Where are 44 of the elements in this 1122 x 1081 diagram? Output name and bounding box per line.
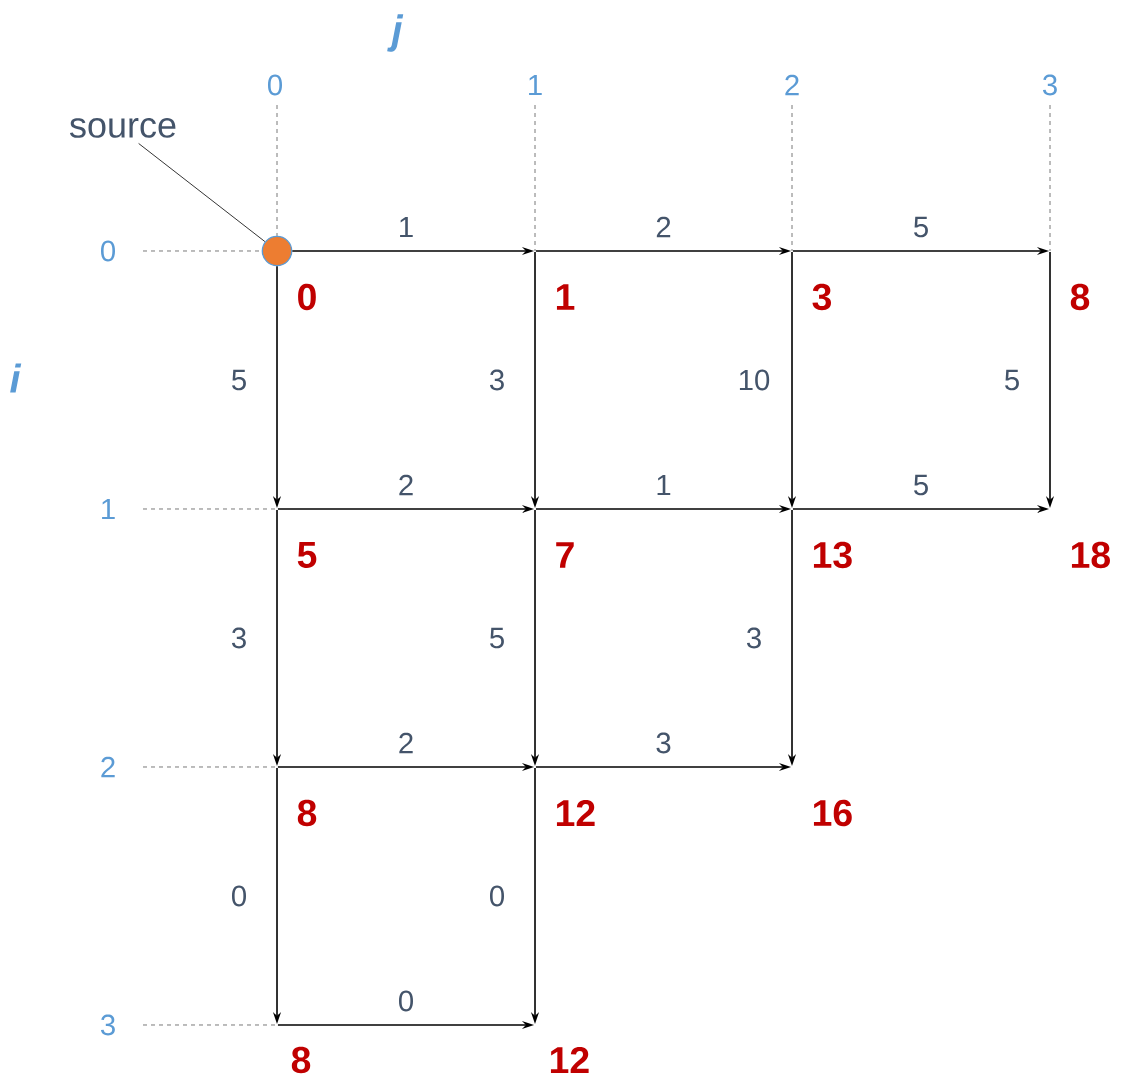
cost-value: 8 bbox=[297, 799, 317, 827]
edge-weight: 5 bbox=[914, 474, 928, 496]
edge-weight: 0 bbox=[232, 885, 246, 907]
edge-weight: 5 bbox=[914, 216, 928, 238]
index-label: 0 bbox=[101, 240, 115, 262]
edge-weight: 2 bbox=[399, 732, 413, 754]
edge-weight: 2 bbox=[656, 216, 671, 238]
index-label: 3 bbox=[1042, 74, 1057, 96]
index-label: 3 bbox=[100, 1014, 115, 1036]
cost-value: 13 bbox=[813, 541, 852, 569]
cost-value: 0 bbox=[298, 283, 316, 311]
index-label: 2 bbox=[785, 74, 799, 96]
index-label: 0 bbox=[268, 74, 282, 96]
cost-value: 7 bbox=[556, 542, 574, 568]
edge-weight: 10 bbox=[739, 369, 770, 391]
edge-weight: 2 bbox=[399, 474, 413, 496]
source-circle bbox=[261, 235, 293, 267]
edge-weight: 3 bbox=[489, 369, 504, 391]
cost-value: 18 bbox=[1071, 541, 1110, 569]
index-label: 2 bbox=[101, 756, 115, 778]
cost-value: 16 bbox=[813, 799, 852, 827]
cost-value: 5 bbox=[297, 542, 317, 568]
index-label: 1 bbox=[529, 74, 542, 96]
cost-value: 3 bbox=[812, 283, 831, 311]
cost-value: 8 bbox=[1070, 283, 1090, 311]
cost-value: 1 bbox=[556, 284, 575, 310]
leader-line bbox=[138, 143, 266, 242]
edge-weight: 3 bbox=[231, 627, 246, 649]
node-label: source bbox=[70, 118, 176, 138]
edge-weight: 3 bbox=[746, 627, 761, 649]
edge-weight: 0 bbox=[399, 990, 413, 1012]
cost-value: 12 bbox=[550, 1047, 589, 1074]
edge-weight: 5 bbox=[232, 369, 246, 391]
edge-weight: 5 bbox=[1005, 369, 1019, 391]
axis-label: i bbox=[10, 363, 22, 393]
axis-label: j bbox=[387, 14, 404, 52]
index-label: 1 bbox=[102, 498, 115, 520]
edge-weight: 1 bbox=[400, 216, 413, 238]
edge-weight: 0 bbox=[490, 885, 504, 907]
cost-value: 8 bbox=[291, 1046, 311, 1074]
edge-weight: 1 bbox=[657, 474, 671, 496]
edge-weight: 5 bbox=[490, 627, 504, 649]
edge-weight: 3 bbox=[656, 732, 671, 754]
cost-value: 12 bbox=[556, 800, 595, 827]
